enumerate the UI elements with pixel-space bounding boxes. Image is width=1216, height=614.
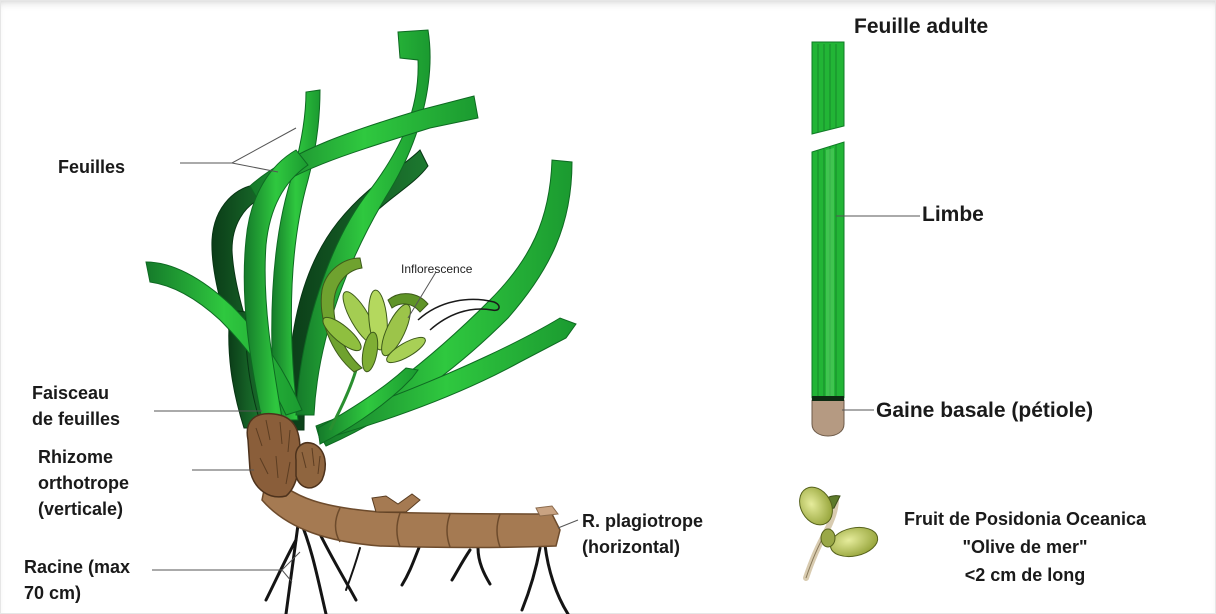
root-6 (478, 548, 490, 584)
rhizome-orthotrope-label: Rhizome orthotrope (verticale) (38, 444, 129, 522)
leader-lines-leaf (836, 216, 920, 410)
plagiotrope-leader (558, 520, 578, 528)
leaf-bundle-front (146, 30, 576, 446)
feuilles-label: Feuilles (58, 154, 125, 180)
adult-leaf (812, 42, 844, 436)
fruit-size-label: <2 cm de long (880, 562, 1170, 588)
fruit-drawing (793, 481, 880, 578)
orthotrope-body (247, 414, 300, 497)
root-5 (402, 545, 420, 585)
inflorescence-label: Inflorescence (401, 262, 472, 276)
plagiotrope-tip (536, 506, 558, 516)
racine-label: Racine (max 70 cm) (24, 554, 130, 606)
leaf-ligule (812, 396, 844, 401)
broken-leaf-base-1 (372, 494, 420, 512)
fruit-olive-2 (828, 523, 881, 560)
fruit-common-label: "Olive de mer" (880, 534, 1170, 560)
faisceau-label: Faisceau de feuilles (32, 380, 120, 432)
root-9 (522, 548, 540, 610)
leaf-blade-top (812, 42, 844, 134)
fruit-name-label: Fruit de Posidonia Oceanica (880, 506, 1170, 532)
limbe-label: Limbe (922, 202, 984, 228)
plagiotrope-label: R. plagiotrope (horizontal) (582, 508, 703, 560)
fruit-olive-small (821, 529, 835, 547)
orthotrope-body-2 (296, 443, 326, 488)
gaine-label: Gaine basale (pétiole) (876, 398, 1093, 424)
rhizome-orthotrope (247, 414, 325, 497)
adult-leaf-title: Feuille adulte (854, 14, 988, 40)
root-7 (452, 550, 470, 580)
leaf-sheath (812, 400, 844, 436)
leaf-highlight (826, 148, 834, 398)
root-10 (346, 548, 360, 590)
root-8 (545, 545, 568, 614)
